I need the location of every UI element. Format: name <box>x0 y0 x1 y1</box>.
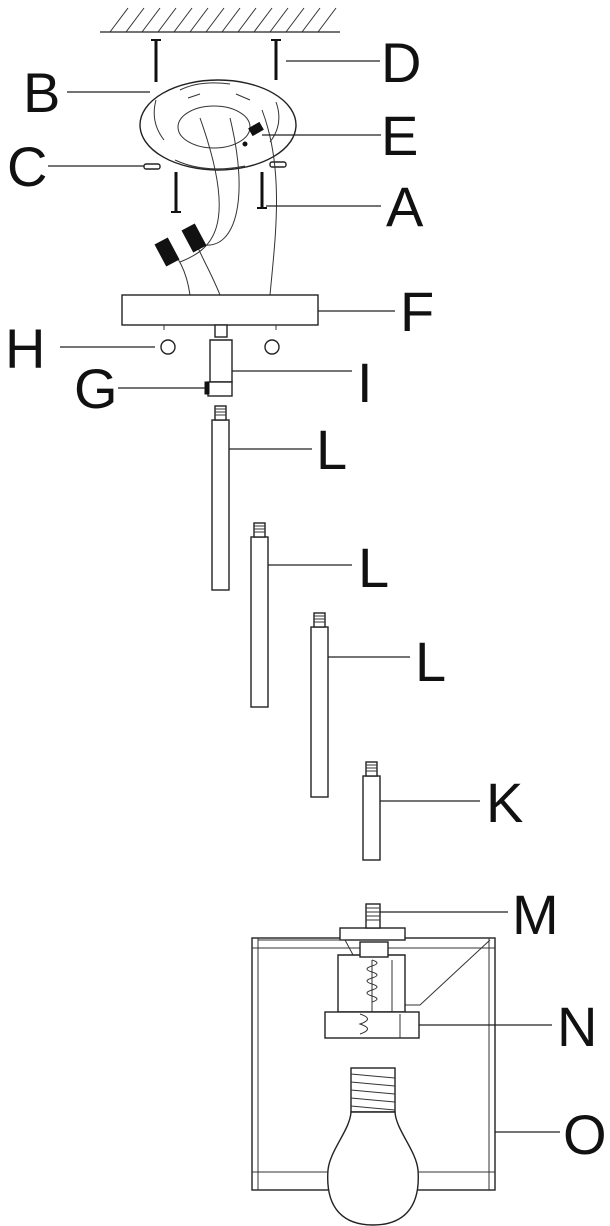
canopy-screws <box>160 339 280 355</box>
label-g: G <box>74 357 118 420</box>
label-h: H <box>5 317 45 380</box>
label-o: O <box>563 1103 607 1166</box>
mounting-plate <box>139 79 297 171</box>
label-b: B <box>23 61 60 124</box>
label-k: K <box>486 771 523 834</box>
label-a: A <box>386 175 424 238</box>
rod-3 <box>310 612 329 798</box>
label-m: M <box>512 883 559 946</box>
socket-ring <box>324 1011 420 1039</box>
label-l-1: L <box>316 418 347 481</box>
bracket-screws <box>171 172 267 213</box>
rod-1 <box>211 405 230 591</box>
wire-connectors <box>154 223 207 267</box>
leader-lines <box>48 60 560 1133</box>
label-e: E <box>381 104 418 167</box>
label-d: D <box>381 31 421 94</box>
label-l-3: L <box>415 630 446 693</box>
canopy <box>121 294 319 330</box>
swivel-joint <box>204 324 233 397</box>
label-l-2: L <box>358 536 389 599</box>
label-f: F <box>400 280 434 343</box>
label-c: C <box>7 135 47 198</box>
rod-2 <box>250 522 269 708</box>
threaded-nipple <box>365 903 381 929</box>
part-labels: A B C D E F G H I L L L K M N O <box>5 31 607 1166</box>
label-i: I <box>357 351 373 414</box>
light-bulb <box>327 1067 419 1226</box>
short-rod <box>362 761 381 861</box>
ceiling <box>100 7 340 33</box>
label-n: N <box>557 995 597 1058</box>
ceiling-screws <box>151 39 281 82</box>
